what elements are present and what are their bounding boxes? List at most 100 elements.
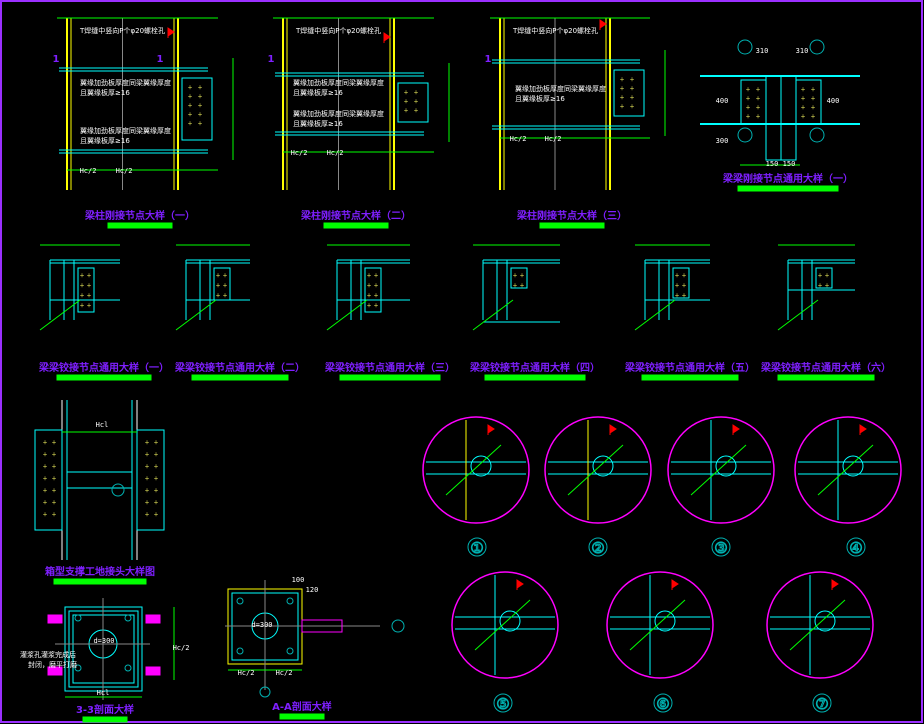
bolt-icon: +	[367, 271, 372, 280]
bolt-icon: +	[513, 271, 518, 280]
stiffener-note-e: 翼缘加劲板厚度同梁翼缘厚度	[293, 78, 384, 87]
dim-310-right: 310	[796, 47, 809, 55]
bolt-hole-icon	[236, 597, 244, 605]
bolt-icon: +	[154, 498, 159, 507]
title-section-a-a: A-A剖面大样	[272, 700, 332, 713]
dim-310-left: 310	[756, 47, 769, 55]
leader-line	[777, 299, 819, 331]
callout-number-3: ③	[714, 539, 727, 557]
bolt-icon: +	[80, 301, 85, 310]
grout-note-1: 灌浆孔灌浆完成后	[20, 650, 76, 659]
title-beam-beam-rigid-1: 梁梁刚接节点通用大样（一）	[722, 172, 853, 185]
stiffener-note-d: 且翼缘板厚≥16	[80, 136, 130, 145]
bolt-icon: +	[520, 281, 525, 290]
bolt-icon: +	[675, 291, 680, 300]
weld-access-hole	[654, 610, 676, 632]
dim-hcl-brace: Hcl	[96, 421, 109, 429]
title-underline	[323, 222, 389, 229]
detail-circle	[766, 571, 874, 679]
bolt-icon: +	[675, 281, 680, 290]
leader-line	[474, 599, 531, 651]
weld-flag-icon	[383, 32, 391, 43]
detail-callout-2	[544, 416, 652, 557]
column-note-1: T焊缝中竖向P个φ20螺栓孔	[79, 26, 165, 35]
title-beam-beam-hinged-1: 梁梁铰接节点通用大样（一）	[38, 361, 169, 374]
column-note-3: T焊缝中竖向P个φ20螺栓孔	[512, 26, 598, 35]
dim-hc2-33: Hc/2	[173, 644, 190, 652]
detail-circle	[667, 416, 775, 524]
title-underline	[53, 578, 147, 585]
weld-flag-icon	[516, 579, 524, 590]
shear-plate	[815, 267, 833, 289]
dim-150-right: 150	[783, 160, 796, 168]
callout-number-circle	[711, 537, 731, 557]
bolt-icon: +	[188, 110, 193, 119]
shear-plate	[364, 267, 382, 313]
bolt-icon: +	[154, 438, 159, 447]
bolt-icon: +	[87, 281, 92, 290]
dim-hc-half-1a: Hc/2	[80, 167, 97, 175]
weld-access-hole	[842, 455, 864, 477]
bolt-icon: +	[188, 119, 193, 128]
weld-flag-icon	[831, 579, 839, 590]
section-mark-1a: 1	[53, 54, 60, 65]
stiffener-note-j: 且翼缘板厚≥16	[515, 94, 565, 103]
bolt-icon: +	[223, 281, 228, 290]
title-brace-splice: 箱型支撑工地接头大样图	[45, 565, 155, 578]
detail-callout-4	[794, 416, 902, 557]
bolt-icon: +	[675, 271, 680, 280]
bolt-icon: +	[87, 291, 92, 300]
erection-lug	[145, 666, 161, 676]
erection-lug	[47, 666, 63, 676]
leader-line	[326, 299, 368, 331]
bolt-icon: +	[216, 271, 221, 280]
bolt-icon: +	[682, 281, 687, 290]
bolt-icon: +	[188, 101, 193, 110]
title-underline	[484, 374, 586, 381]
bolt-icon: +	[756, 94, 761, 103]
bolt-icon: +	[811, 112, 816, 121]
title-beam-beam-hinged-2: 梁梁铰接节点通用大样（二）	[174, 361, 305, 374]
bolt-icon: +	[145, 438, 150, 447]
dim-300: 300	[716, 137, 729, 145]
grout-note-2: 封闭，磨平打磨	[28, 660, 77, 669]
section-callout-circle	[737, 39, 753, 55]
bolt-icon: +	[80, 291, 85, 300]
bolt-icon: +	[374, 291, 379, 300]
bolt-icon: +	[52, 450, 57, 459]
bolt-icon: +	[404, 88, 409, 97]
title-underline	[641, 374, 739, 381]
bolt-icon: +	[818, 271, 823, 280]
section-callout-circle	[111, 483, 125, 497]
bolt-icon: +	[404, 97, 409, 106]
shear-plate	[613, 69, 645, 117]
bolt-icon: +	[154, 474, 159, 483]
callout-number-6: ⑥	[656, 695, 669, 713]
shear-plate	[510, 267, 528, 289]
bolt-icon: +	[630, 102, 635, 111]
bolt-icon: +	[198, 110, 203, 119]
bolt-icon: +	[52, 498, 57, 507]
hole-dim-aa: d=300	[251, 621, 272, 629]
bolt-hole-icon	[236, 647, 244, 655]
leader-line	[634, 299, 676, 331]
bolt-icon: +	[367, 291, 372, 300]
bolt-icon: +	[52, 438, 57, 447]
bolt-icon: +	[513, 281, 518, 290]
callout-number-circle	[588, 537, 608, 557]
bolt-icon: +	[811, 85, 816, 94]
callout-number-circle	[812, 693, 832, 713]
callout-number-circle	[493, 693, 513, 713]
title-beam-column-rigid-3: 梁柱刚接节点大样（三）	[516, 209, 627, 222]
detail-callout-3	[667, 416, 775, 557]
bolt-icon: +	[825, 271, 830, 280]
leader-line	[789, 599, 846, 651]
section-mark-3a: 1	[485, 54, 492, 65]
title-underline	[191, 374, 289, 381]
dim-hc-half-2a: Hc/2	[291, 149, 308, 157]
bolt-icon: +	[801, 112, 806, 121]
dim-hc-half-3b: Hc/2	[545, 135, 562, 143]
title-underline	[539, 222, 605, 229]
